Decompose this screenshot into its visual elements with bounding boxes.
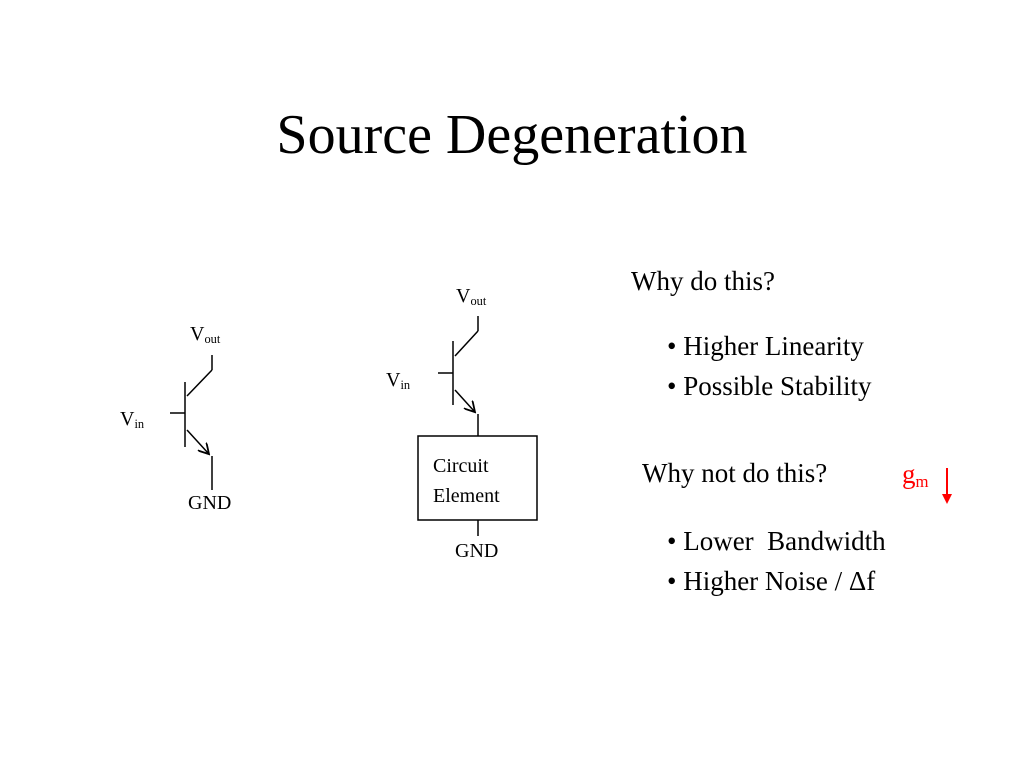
why-bullet-list: • Higher Linearity • Possible Stability (667, 326, 871, 406)
why-not-bullet-1: • Lower Bandwidth (667, 526, 886, 556)
left-vout-label: Vout (190, 323, 221, 347)
right-transistor (417, 316, 538, 536)
right-gnd-label: GND (455, 540, 499, 562)
why-bullet-2: • Possible Stability (667, 371, 872, 401)
circuit-element-text: Circuit Element (433, 451, 500, 511)
gm-label: gm (902, 459, 929, 492)
slide-title: Source Degeneration (276, 104, 748, 166)
left-gnd-label: GND (188, 492, 232, 514)
why-bullet-1: • Higher Linearity (667, 331, 864, 361)
why-not-bullet-2: • Higher Noise / Δf (667, 566, 876, 596)
left-transistor (170, 355, 213, 490)
why-heading: Why do this? (631, 266, 775, 296)
right-vin-label: Vin (386, 369, 411, 393)
why-not-bullet-list: • Lower Bandwidth • Higher Noise / Δf (667, 521, 886, 601)
right-vout-label: Vout (456, 285, 487, 309)
right-collector (454, 330, 479, 357)
down-arrow-icon (942, 468, 952, 504)
left-emitter (186, 429, 208, 453)
circuit-element-line2: Element (433, 485, 500, 507)
left-vin-label: Vin (120, 408, 145, 432)
circuit-element-line1: Circuit (433, 455, 489, 477)
left-collector (186, 369, 213, 397)
why-not-heading: Why not do this? (642, 458, 828, 488)
right-emitter (454, 389, 474, 411)
